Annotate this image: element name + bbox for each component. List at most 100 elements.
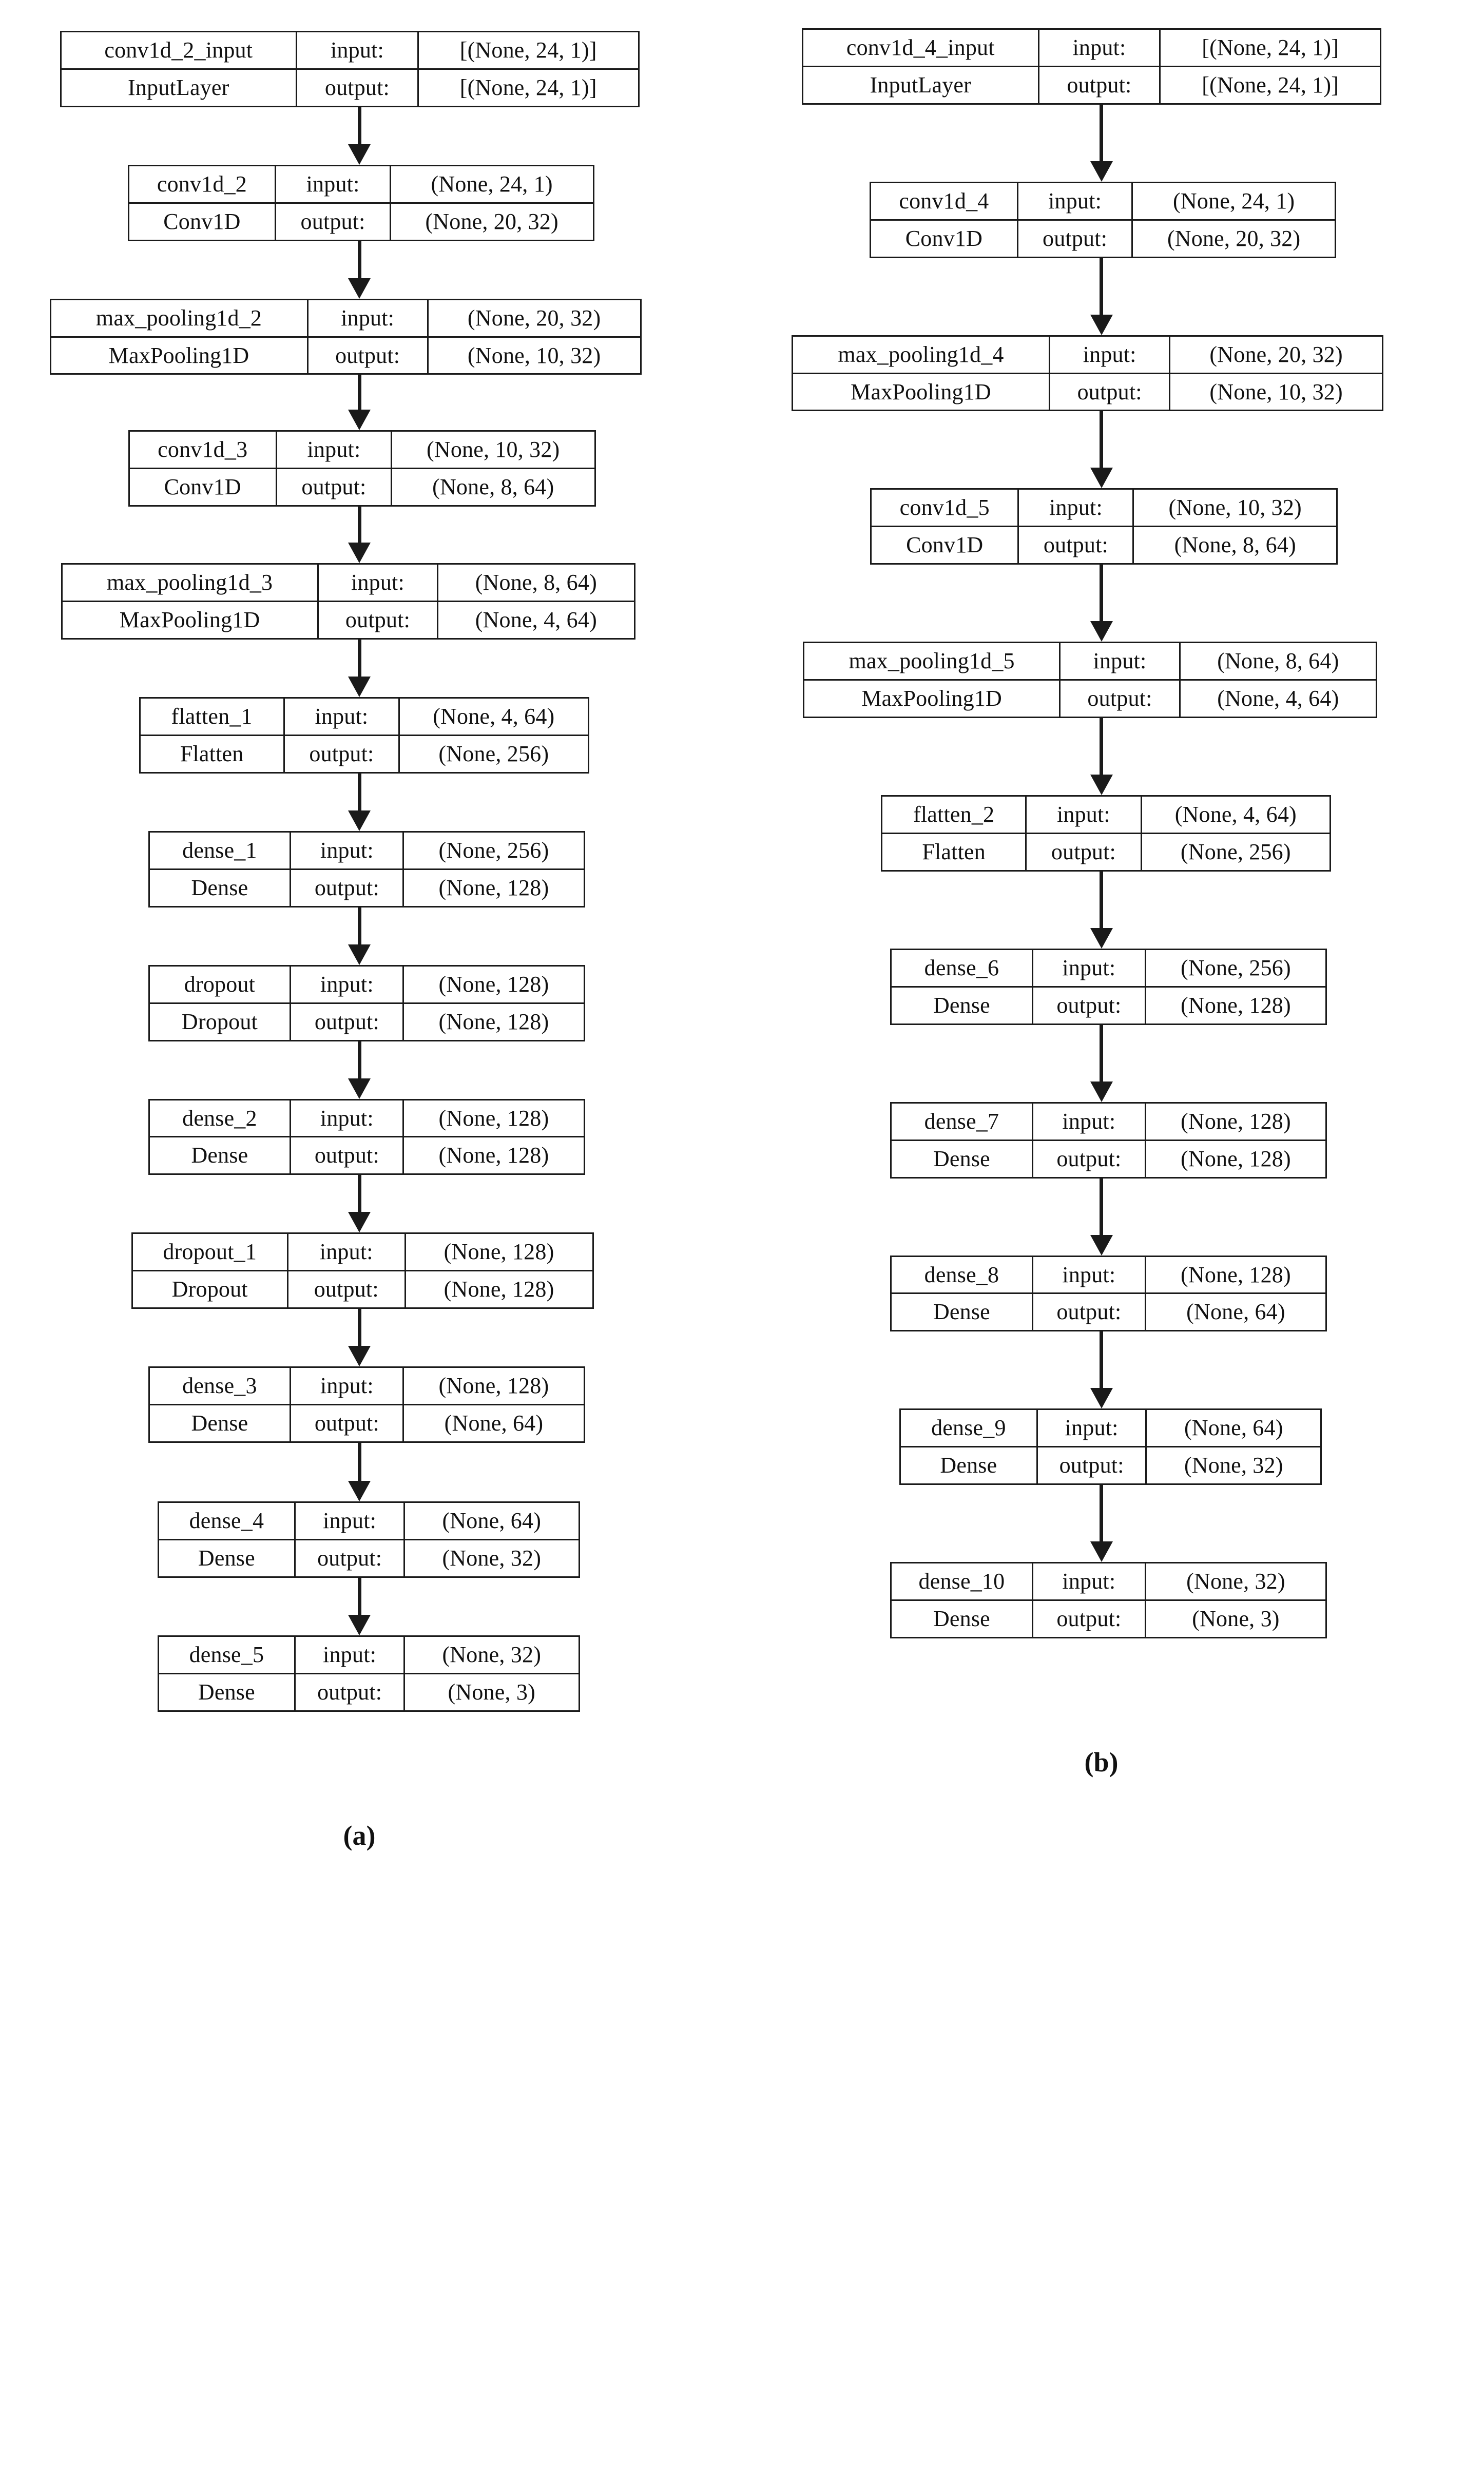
input-label: input: (275, 430, 392, 470)
layer-type: MaxPooling1D (49, 336, 309, 375)
arrow-head-icon (348, 543, 371, 564)
layer-name: flatten_2 (880, 795, 1027, 834)
arrow-shaft (357, 107, 361, 145)
input-shape: (None, 32) (403, 1635, 580, 1674)
input-shape: (None, 128) (404, 1232, 594, 1272)
output-label: output: (294, 1672, 405, 1712)
flow-arrow (348, 1175, 371, 1233)
layer-type: Flatten (139, 734, 285, 774)
arrow-head-icon (348, 677, 371, 698)
input-label: input: (1017, 488, 1134, 528)
arrow-shaft (357, 640, 361, 678)
flow-arrow (348, 773, 371, 831)
flow-arrow (348, 640, 371, 698)
input-shape: (None, 20, 32) (1169, 335, 1383, 374)
layer-type: MaxPooling1D (61, 601, 319, 640)
layer-type: Conv1D (127, 202, 277, 241)
arrow-head-icon (1090, 161, 1113, 182)
input-shape: [(None, 24, 1)] (1159, 28, 1381, 67)
output-shape: (None, 3) (403, 1672, 580, 1712)
output-shape: (None, 256) (398, 734, 589, 774)
flow-arrow (348, 907, 371, 965)
input-shape: (None, 20, 32) (427, 298, 642, 338)
layer-name: conv1d_2_input (60, 31, 298, 70)
layer-name: dropout_1 (131, 1232, 288, 1272)
output-shape: (None, 128) (1144, 986, 1327, 1025)
flow-arrow (348, 507, 371, 564)
layer-type: Dense (148, 868, 292, 907)
arrow-head-icon (348, 1078, 371, 1099)
layer-name: dropout (148, 964, 292, 1004)
output-label: output: (1036, 1446, 1147, 1485)
flow-arrow (1090, 1331, 1113, 1409)
layer-type: Dropout (148, 1002, 292, 1041)
input-label: input: (286, 1232, 406, 1272)
input-shape: (None, 8, 64) (1179, 642, 1378, 681)
panel-caption: (b) (1084, 1746, 1119, 1778)
input-label: input: (306, 298, 429, 338)
output-shape: (None, 128) (1144, 1139, 1327, 1179)
arrow-shaft (1100, 1331, 1103, 1389)
layer-name: flatten_1 (139, 697, 285, 736)
arrow-head-icon (348, 278, 371, 299)
layer-type: MaxPooling1D (802, 679, 1061, 719)
layer-type: Dense (148, 1136, 292, 1175)
output-label: output: (275, 202, 391, 241)
arrow-shaft (357, 1577, 361, 1615)
output-shape: (None, 256) (1140, 832, 1332, 872)
panel-caption: (a) (343, 1820, 376, 1851)
arrow-shaft (357, 773, 361, 811)
layer-type: Dense (890, 986, 1033, 1025)
output-label: output: (290, 1404, 404, 1443)
input-shape: (None, 128) (1144, 1255, 1327, 1295)
input-label: input: (1059, 642, 1181, 681)
output-shape: (None, 3) (1144, 1599, 1327, 1638)
arrow-head-icon (348, 410, 371, 431)
layer-name: dense_7 (890, 1102, 1033, 1141)
arrow-shaft (357, 241, 361, 279)
input-label: input: (1037, 28, 1161, 67)
output-shape: (None, 128) (404, 1270, 594, 1309)
